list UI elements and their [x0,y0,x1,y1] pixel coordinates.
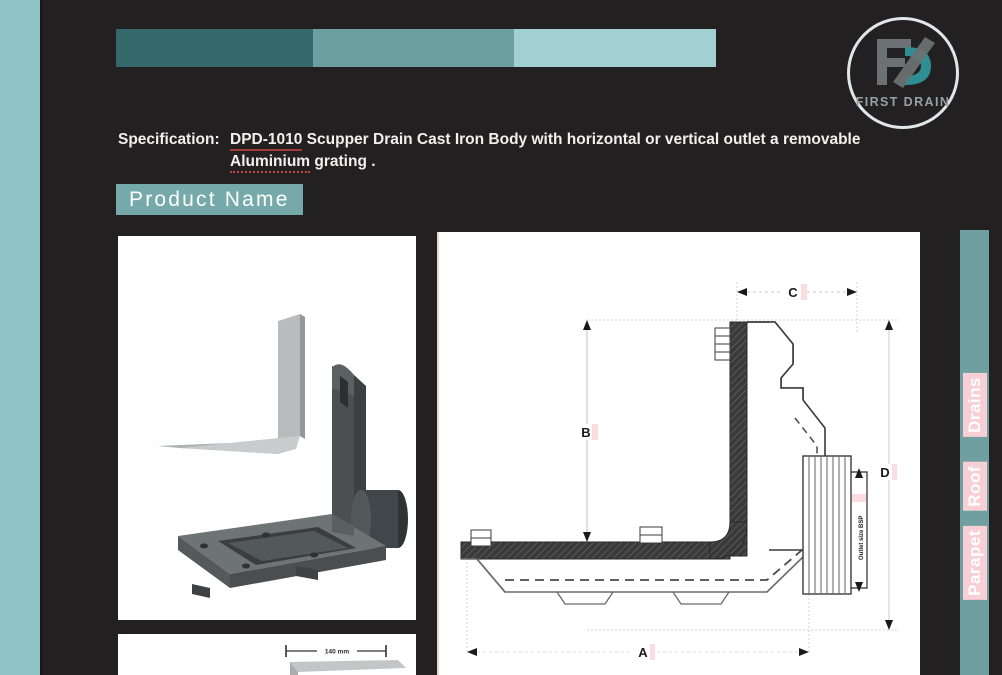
dimension-d: D [877,320,897,630]
company-logo: FIRST DRAIN [847,17,959,129]
misspelled-word: Aluminium [230,153,311,174]
product-name-banner: Product Name [116,184,303,215]
dimension-a: A [467,644,809,660]
left-edge-strip [0,0,40,675]
dimension-c: C [737,284,857,300]
drawing-panel-left-edge [437,232,439,675]
header-segment-dark [116,29,313,67]
dimension-outlet-size: Outlet size BSP [851,468,868,592]
specification-block: Specification: DPD-1010 Scupper Drain Cas… [118,129,908,174]
grating-width-label: 140 mm [325,649,349,656]
logo-brand-text: FIRST DRAIN [855,95,951,109]
dimension-label-c: C [788,285,798,300]
technical-drawing-panel: B C D [437,232,920,675]
side-tab-drains[interactable]: Drains [962,373,987,437]
dimension-label-d: D [880,465,889,480]
section-drawing: B C D [437,232,920,675]
side-tab-parapet[interactable]: Parapet [962,526,987,600]
logo-ring [847,17,959,129]
side-tab-bar: Drains Roof Parapet [960,230,989,675]
header-color-bar [116,29,716,67]
dimension-label-b: B [581,425,590,440]
outlet-size-label: Outlet size BSP [859,516,865,560]
model-number: DPD-1010 [230,131,303,151]
dimension-label-a: A [638,645,648,660]
specification-text: DPD-1010 Scupper Drain Cast Iron Body wi… [230,129,890,174]
header-segment-mid [313,29,514,67]
product-render-image [118,236,416,620]
dimension-b: B [579,320,598,542]
side-tab-roof[interactable]: Roof [962,462,987,511]
product-photo-panel [118,236,416,620]
header-segment-light [514,29,716,67]
specification-line2: grating . [310,153,376,171]
grating-dimension-image: 140 mm [118,634,416,675]
specification-line1: Scupper Drain Cast Iron Body with horizo… [302,131,861,148]
fd-monogram-icon [877,37,935,88]
product-name-text: Product Name [129,187,290,211]
specification-label: Specification: [118,131,220,148]
left-edge-shadow [40,0,45,675]
product-photo-panel-lower: 140 mm [118,634,416,675]
